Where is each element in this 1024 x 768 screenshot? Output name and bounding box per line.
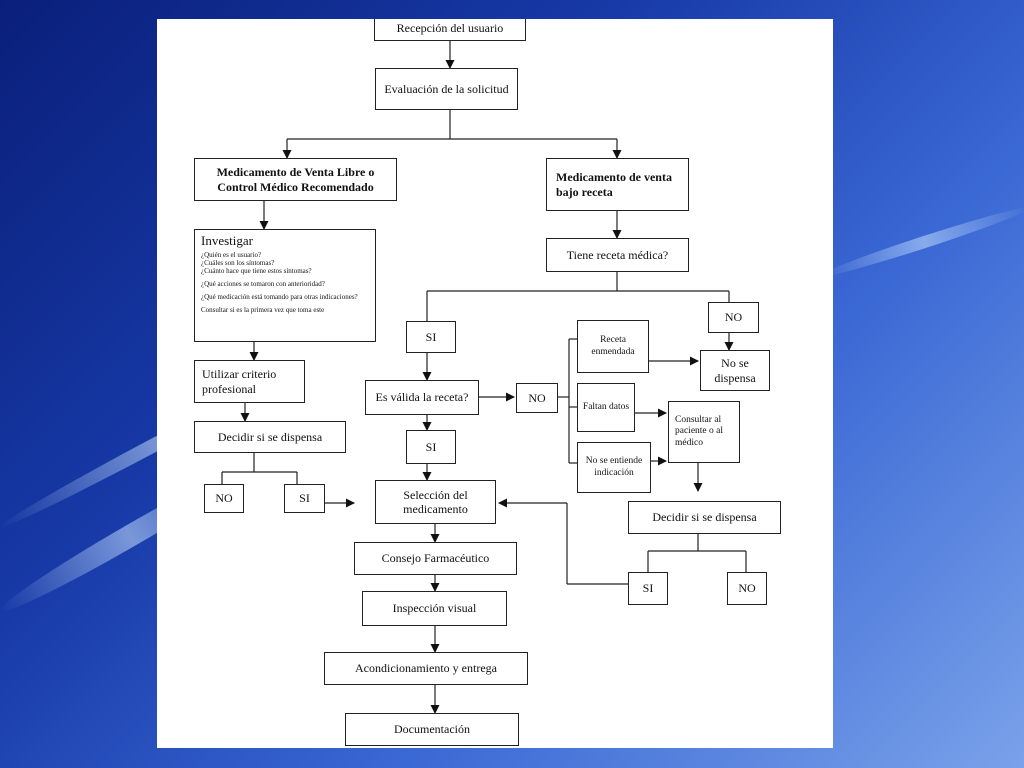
evaluacion-box: Evaluación de la solicitud (375, 68, 518, 110)
investigar-item: ¿Qué medicación está tomando para otras … (201, 292, 358, 301)
no-left-box: NO (204, 484, 244, 513)
consultar-box: Consultar al paciente o al médico (668, 401, 740, 463)
no-right-box: NO (727, 572, 767, 605)
utilizar-criterio-box: Utilizar criterio profesional (194, 360, 305, 403)
acondicionamiento-box: Acondicionamiento y entrega (324, 652, 528, 685)
decidir-right-box: Decidir si se dispensa (628, 501, 781, 534)
investigar-item: Consultar si es la primera vez que toma … (201, 305, 325, 314)
si-receta-box: SI (406, 321, 456, 353)
seleccion-box: Selección del medicamento (375, 480, 496, 524)
no-receta-box: NO (708, 302, 759, 333)
si-left-box: SI (284, 484, 325, 513)
connector-lines (221, 41, 747, 714)
documentacion-box: Documentación (345, 713, 519, 746)
background-streak (818, 202, 1024, 282)
investigar-item: ¿Qué acciones se tomaron con anteriorida… (201, 279, 325, 288)
si-valida-box: SI (406, 430, 456, 464)
no-se-dispensa-box: No se dispensa (700, 350, 770, 391)
no-valida-box: NO (516, 383, 558, 413)
investigar-item: ¿Quién es el usuario? (201, 250, 262, 259)
es-valida-box: Es válida la receta? (365, 380, 479, 415)
faltan-datos-box: Faltan datos (577, 383, 635, 432)
investigar-item: ¿Cuáles son los síntomas? (201, 258, 275, 267)
receta-enmendada-box: Receta enmendada (577, 320, 649, 373)
decidir-left-box: Decidir si se dispensa (194, 421, 346, 453)
investigar-title: Investigar (201, 233, 253, 248)
recepcion-box: Recepción del usuario (374, 19, 526, 41)
si-right-box: SI (628, 572, 668, 605)
flowchart-slide: Recepción del usuario Evaluación de la s… (157, 19, 833, 748)
investigar-box: Investigar ¿Quién es el usuario? ¿Cuáles… (194, 229, 376, 342)
venta-libre-box: Medicamento de Venta Libre o Control Méd… (194, 158, 397, 201)
investigar-item: ¿Cuánto hace que tiene estos síntomas? (201, 266, 312, 275)
no-entiende-box: No se entiende indicación (577, 442, 651, 493)
inspeccion-box: Inspección visual (362, 591, 507, 626)
consejo-box: Consejo Farmacéutico (354, 542, 517, 575)
tiene-receta-box: Tiene receta médica? (546, 238, 689, 272)
bajo-receta-box: Medicamento de venta bajo receta (546, 158, 689, 211)
